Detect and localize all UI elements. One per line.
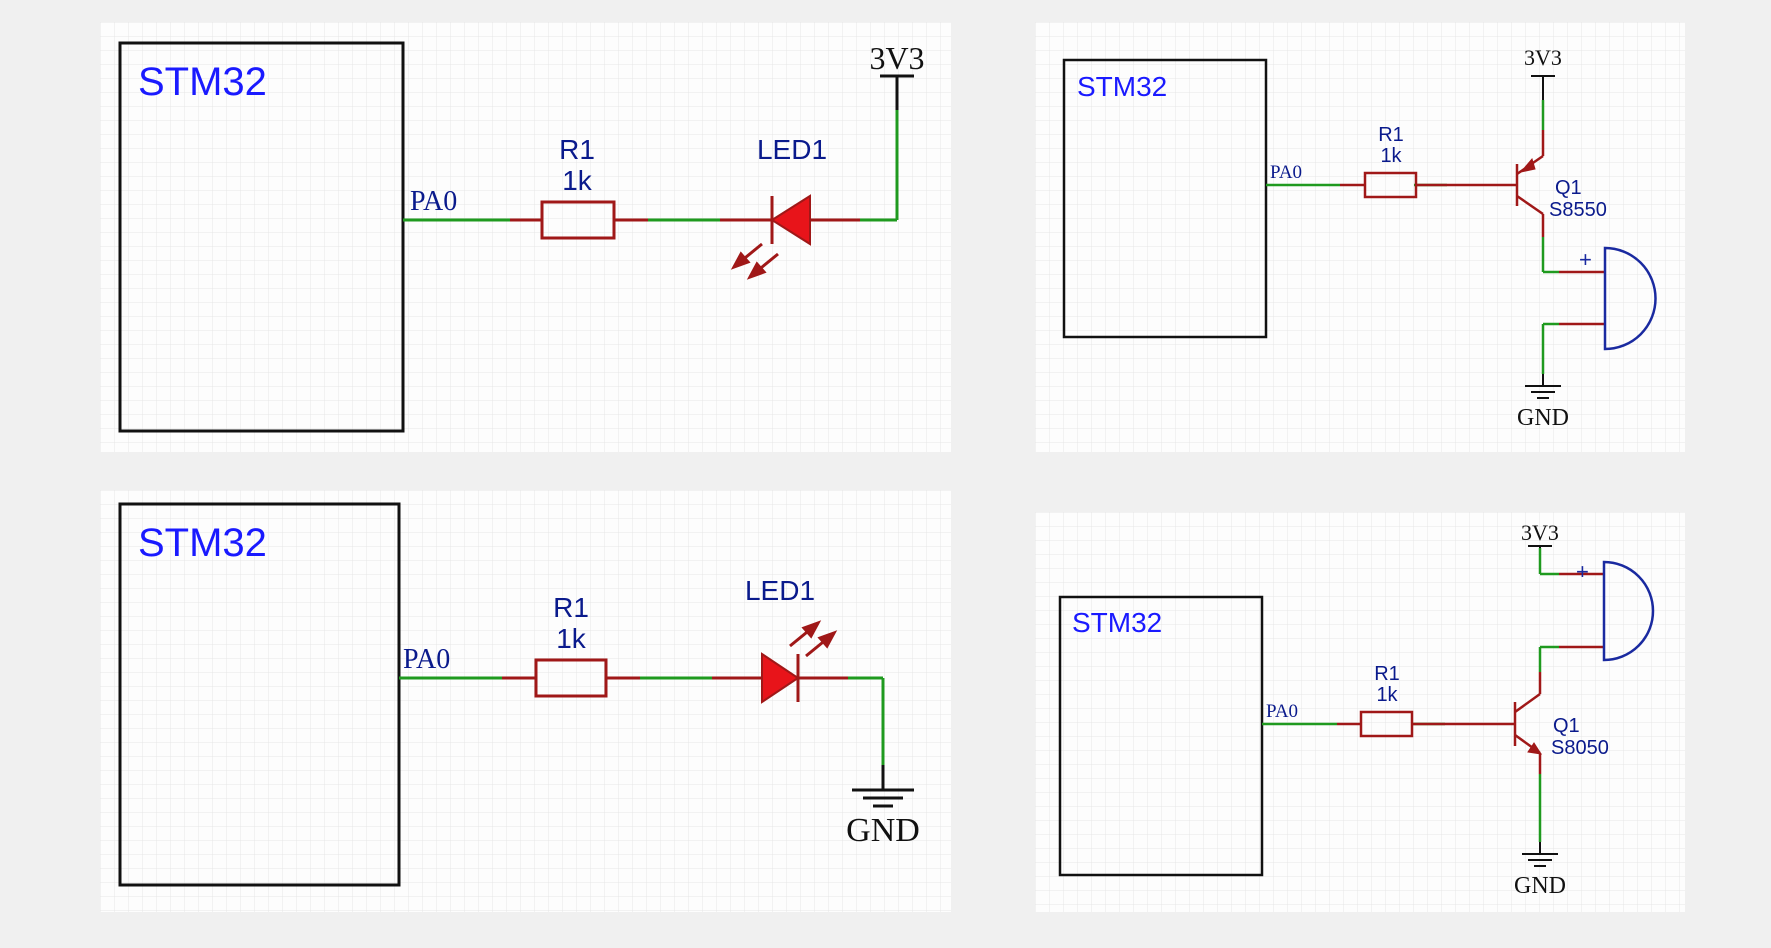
schematic-buzzer-npn: STM32 PA0 R1 1k Q1 S8050 + 3V3 [1035, 512, 1685, 912]
power-symbol [1528, 545, 1552, 548]
transistor-value: S8050 [1551, 737, 1609, 759]
resistor-r1 [502, 658, 640, 698]
ground-symbol [1525, 374, 1561, 399]
buzzer-plus: + [1579, 247, 1592, 272]
wire-net [399, 676, 885, 765]
light-arrows-icon [789, 620, 838, 658]
mcu-label: STM32 [1072, 607, 1162, 638]
ground-symbol [1522, 842, 1558, 867]
led-ref: LED1 [745, 575, 815, 606]
pin-label: PA0 [403, 644, 450, 675]
resistor-r1 [510, 200, 648, 240]
schematic-led-3v3: STM32 PA0 R1 1k LED1 3V3 [100, 22, 951, 452]
resistor-r1 [1337, 710, 1445, 738]
power-symbol [880, 74, 914, 110]
led-ref: LED1 [757, 134, 827, 165]
resistor-value: 1k [1380, 145, 1402, 167]
wire-net [403, 110, 899, 222]
resistor-r1 [1340, 171, 1447, 199]
mcu-box [118, 502, 401, 887]
schematic-buzzer-pnp: STM32 PA0 R1 1k Q1 S8550 + 3V3 [1035, 22, 1685, 452]
buzzer-body [1602, 560, 1655, 662]
pin-label: PA0 [1270, 162, 1302, 183]
transistor-ref: Q1 [1553, 715, 1580, 737]
transistor-value: S8550 [1549, 199, 1607, 221]
mcu-box [1058, 595, 1264, 877]
resistor-ref: R1 [559, 134, 595, 165]
power-symbol [1531, 75, 1555, 100]
pin-label: PA0 [1266, 701, 1298, 722]
ground-symbol [852, 765, 914, 808]
resistor-value: 1k [556, 623, 587, 654]
buzzer-plus: + [1576, 559, 1589, 584]
resistor-value: 1k [562, 165, 593, 196]
pin-label: PA0 [410, 186, 457, 217]
power-label: 3V3 [1521, 520, 1559, 545]
transistor-ref: Q1 [1555, 177, 1582, 199]
ground-label: GND [1517, 405, 1569, 431]
mcu-box [1062, 58, 1268, 339]
mcu-label: STM32 [1077, 71, 1167, 102]
led-led1 [720, 194, 860, 280]
mcu-label: STM32 [138, 521, 267, 565]
resistor-value: 1k [1376, 684, 1398, 706]
transistor-q1 [1445, 672, 1543, 774]
resistor-ref: R1 [1378, 124, 1404, 146]
transistor-q1 [1447, 130, 1545, 237]
resistor-ref: R1 [1374, 663, 1400, 685]
buzzer-body [1603, 246, 1657, 351]
buzzer [1559, 270, 1605, 326]
mcu-label: STM32 [138, 60, 267, 104]
schematic-led-gnd: STM32 PA0 R1 1k LED1 GND [100, 490, 951, 912]
buzzer [1559, 572, 1604, 649]
ground-label: GND [846, 812, 920, 849]
mcu-box [118, 41, 405, 433]
power-label: 3V3 [869, 40, 924, 76]
light-arrows-icon [730, 242, 779, 280]
wire-net [1266, 100, 1559, 374]
led-led1 [712, 620, 848, 704]
resistor-ref: R1 [553, 592, 589, 623]
power-label: 3V3 [1524, 45, 1562, 70]
ground-label: GND [1514, 873, 1566, 899]
